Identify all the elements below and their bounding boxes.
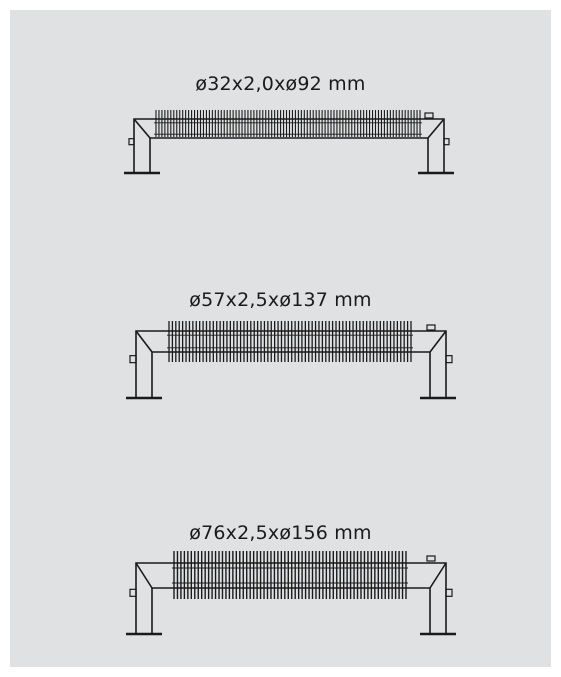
bracket-right	[443, 138, 450, 146]
fin-group	[168, 321, 412, 362]
heater-label-3: ø76x2,5xø156 mm	[189, 522, 372, 544]
mitre-right	[429, 562, 447, 589]
frame-inner	[149, 137, 429, 173]
mitre-left	[135, 330, 153, 353]
plug-cap	[426, 555, 436, 562]
mitre-right	[429, 330, 447, 353]
plug-cap	[424, 112, 434, 119]
mitre-left	[135, 562, 153, 589]
bracket-right	[445, 588, 453, 597]
bracket-left	[129, 588, 137, 597]
heater-label-1: ø32x2,0xø92 mm	[195, 73, 366, 95]
frame-inner	[151, 351, 431, 398]
bracket-left	[129, 355, 137, 364]
mitre-left	[133, 118, 151, 139]
frame-inner	[151, 587, 431, 634]
bracket-right	[445, 355, 453, 364]
frame-outline	[135, 562, 447, 634]
plug-cap	[426, 324, 436, 331]
fin-group	[173, 551, 407, 599]
fin-group	[155, 110, 421, 137]
frame-outline	[135, 330, 447, 398]
mitre-right	[427, 118, 445, 139]
heater-label-2: ø57x2,5xø137 mm	[189, 289, 372, 311]
bracket-left	[128, 138, 135, 146]
